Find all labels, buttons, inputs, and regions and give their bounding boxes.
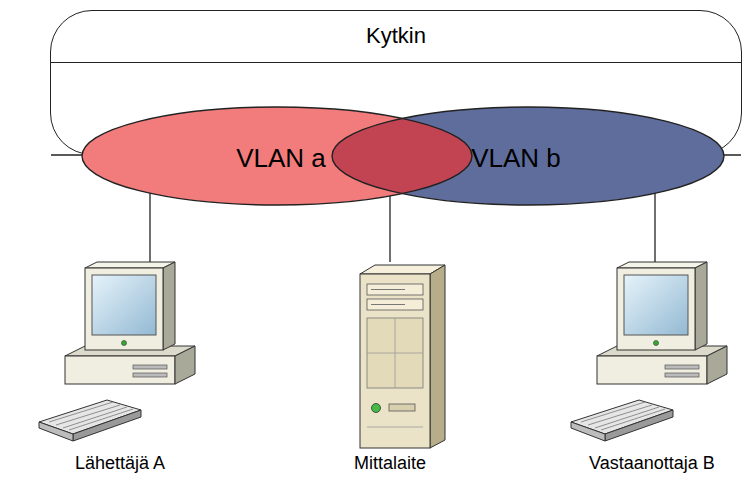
switch-label: Kytkin — [51, 23, 741, 49]
computer-device: Vastaanottaja B — [562, 262, 742, 480]
device-label: Mittalaite — [305, 452, 475, 474]
switch-divider — [51, 62, 741, 63]
device-label: Vastaanottaja B — [562, 452, 742, 474]
server-device: Mittalaite — [305, 262, 475, 480]
computer-icon — [567, 262, 737, 452]
vlan-label: VLAN b — [471, 143, 561, 173]
server-icon — [305, 262, 475, 452]
computer-icon — [35, 262, 205, 452]
device-label: Lähettäjä A — [35, 452, 205, 474]
vlan-ellipse: VLAN b — [331, 106, 725, 206]
switch-box: KytkinVLAN aVLAN b — [50, 10, 742, 155]
vlan-label: VLAN a — [236, 143, 326, 173]
computer-device: Lähettäjä A — [35, 262, 205, 480]
